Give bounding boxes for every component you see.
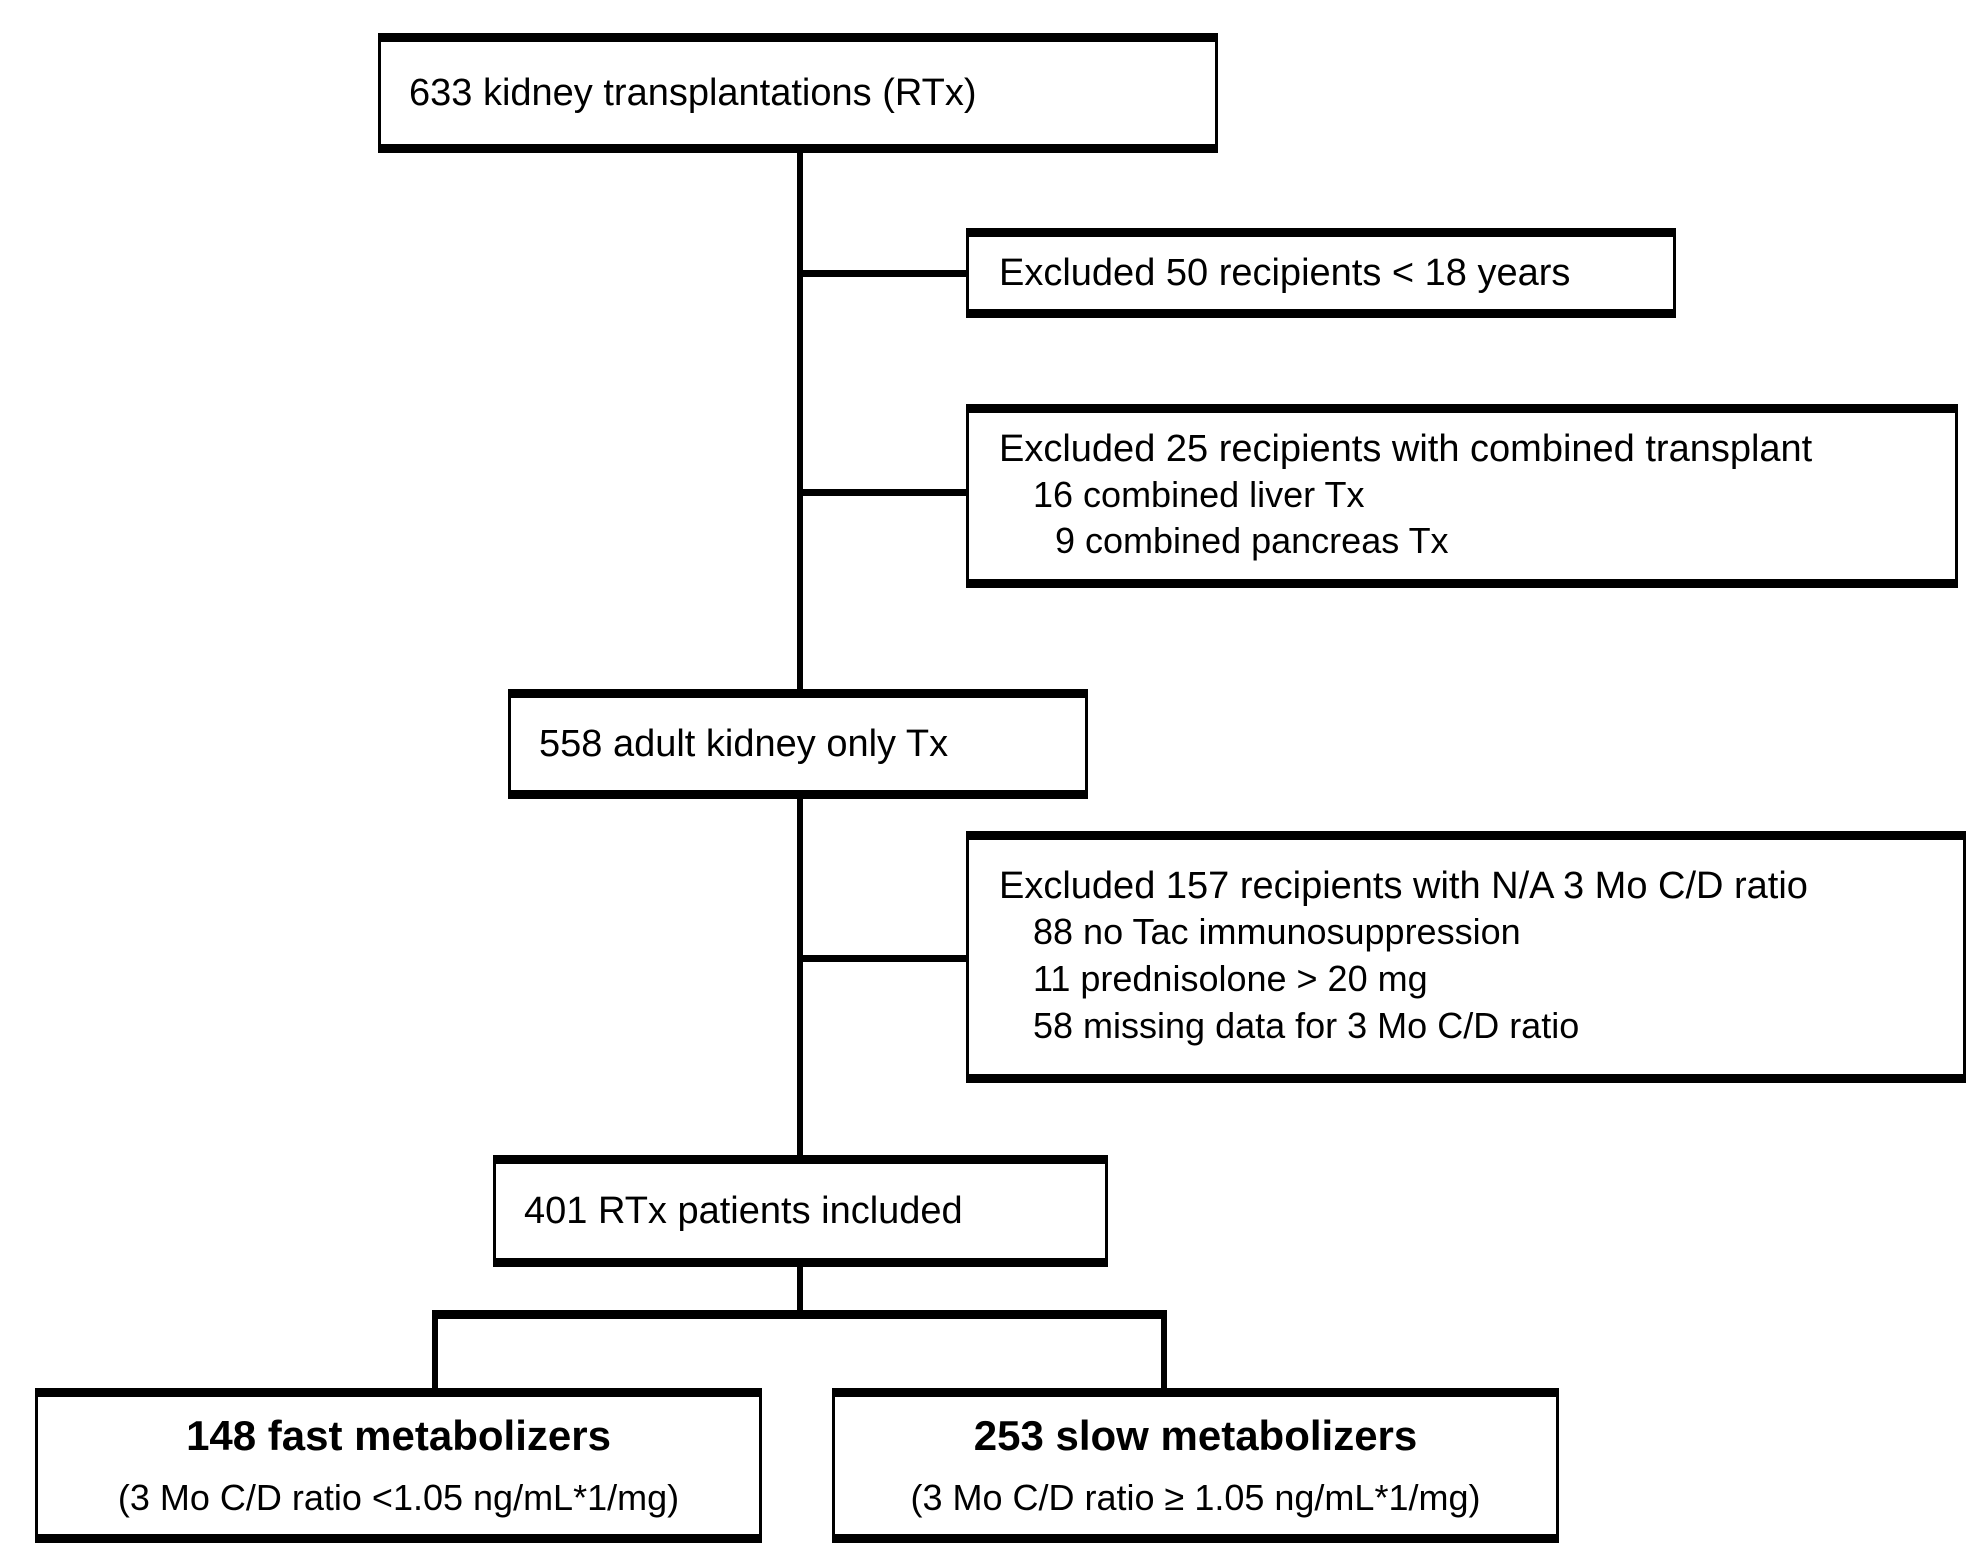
- connector-split-bar: [432, 1310, 1167, 1319]
- list-item: 16 combined liver Tx: [1033, 473, 1365, 515]
- exclusion-age-header: Excluded 50 recipients < 18 years: [999, 251, 1571, 294]
- connector-to-exclusion-age: [797, 270, 972, 277]
- exclusion-box-combined-transplant[interactable]: Excluded 25 recipients with combined tra…: [966, 404, 1958, 588]
- node-slow-metabolizers-title: 253 slow metabolizers: [973, 1412, 1418, 1460]
- node-fast-metabolizers-criterion: (3 Mo C/D ratio <1.05 ng/mL*1/mg): [117, 1477, 680, 1519]
- node-slow-metabolizers-criterion: (3 Mo C/D ratio ≥ 1.05 ng/mL*1/mg): [910, 1477, 1481, 1519]
- node-fast-metabolizers-title: 148 fast metabolizers: [186, 1412, 611, 1460]
- node-adult-kidney-only[interactable]: 558 adult kidney only Tx: [508, 689, 1088, 799]
- node-fast-metabolizers[interactable]: 148 fast metabolizers (3 Mo C/D ratio <1…: [35, 1388, 762, 1543]
- exclusion-na-ratio-breakdown: 88 no Tac immunosuppression 11 prednisol…: [999, 909, 1963, 1049]
- exclusion-box-age[interactable]: Excluded 50 recipients < 18 years: [966, 228, 1676, 318]
- connector-drop-fast: [432, 1310, 438, 1388]
- list-item: 9 combined pancreas Tx: [1055, 520, 1449, 562]
- list-item: 88 no Tac immunosuppression: [1033, 911, 1521, 953]
- connector-to-exclusion-na-ratio: [797, 955, 972, 962]
- node-included[interactable]: 401 RTx patients included: [493, 1155, 1108, 1267]
- connector-to-exclusion-combined: [797, 489, 972, 496]
- node-total-cohort[interactable]: 633 kidney transplantations (RTx): [378, 33, 1218, 153]
- list-item: 58 missing data for 3 Mo C/D ratio: [1033, 1004, 1580, 1046]
- node-slow-metabolizers[interactable]: 253 slow metabolizers (3 Mo C/D ratio ≥ …: [832, 1388, 1559, 1543]
- exclusion-box-na-cd-ratio[interactable]: Excluded 157 recipients with N/A 3 Mo C/…: [966, 831, 1966, 1083]
- exclusion-combined-header: Excluded 25 recipients with combined tra…: [999, 427, 1813, 470]
- node-included-label: 401 RTx patients included: [524, 1189, 963, 1232]
- node-adult-kidney-only-label: 558 adult kidney only Tx: [539, 722, 949, 765]
- exclusion-na-ratio-header: Excluded 157 recipients with N/A 3 Mo C/…: [999, 865, 1808, 908]
- node-total-cohort-label: 633 kidney transplantations (RTx): [409, 71, 977, 114]
- list-item: 11 prednisolone > 20 mg: [1033, 958, 1428, 1000]
- connector-drop-slow: [1161, 1310, 1167, 1388]
- exclusion-combined-breakdown: 16 combined liver Tx 9 combined pancreas…: [999, 472, 1955, 566]
